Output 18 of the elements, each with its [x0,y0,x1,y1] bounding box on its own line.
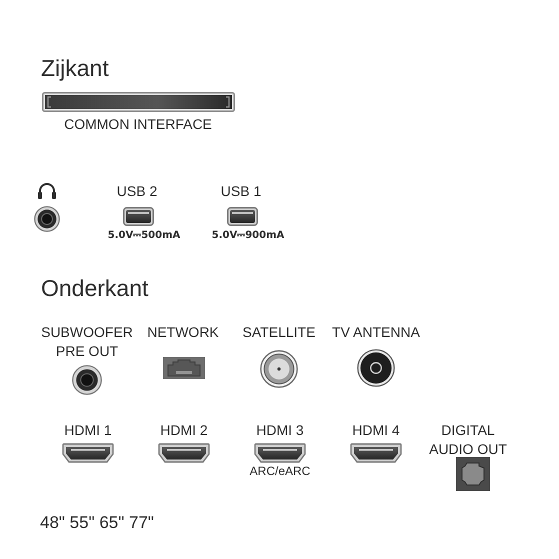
port-label: SATELLITE [242,322,316,342]
port-label: HDMI 4 [352,420,400,440]
port-label: HDMI 2 [160,420,208,440]
port-label: SUBWOOFER PRE OUT [41,322,133,361]
port-label: HDMI 1 [64,420,112,440]
port-label: TV ANTENNA [332,322,420,342]
port-label: HDMI 3 [256,420,304,440]
section-heading: Zijkant [41,54,109,84]
port-label: NETWORK [147,322,219,342]
port-note: ARC/eARC [250,463,310,480]
section-heading: Onderkant [41,274,148,304]
port-label: DIGITAL AUDIO OUT [429,420,507,459]
power-rating: 5.0V⎓900mA [212,228,284,242]
port-label: COMMON INTERFACE [64,114,212,134]
port-label: USB 2 [116,182,158,201]
screen-sizes: 48" 55" 65" 77" [40,512,154,534]
power-rating: 5.0V⎓500mA [108,228,180,242]
port-label: USB 1 [220,182,262,201]
